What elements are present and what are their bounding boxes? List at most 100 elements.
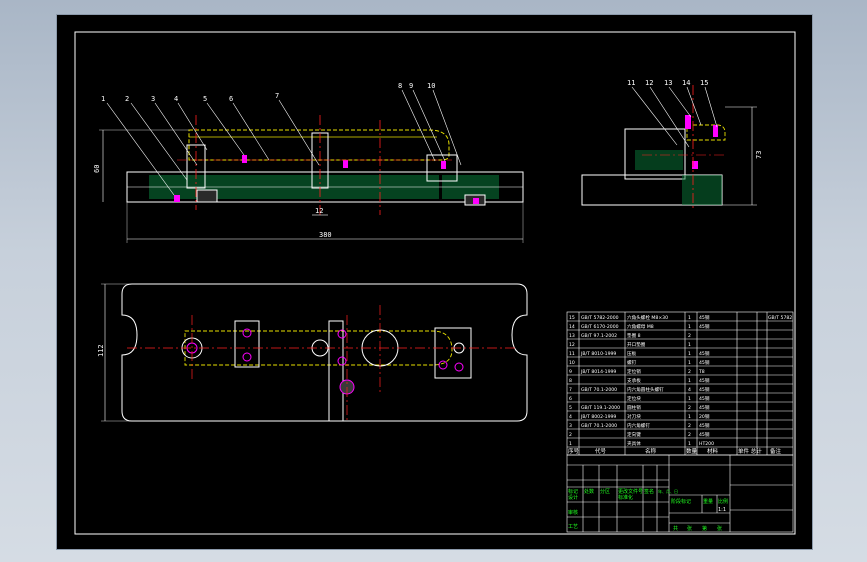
balloon-1: 1: [101, 95, 105, 103]
bom-cell-seq: 12: [569, 342, 575, 348]
dim-side-height: 73: [755, 151, 763, 159]
bom-cell-qty: 2: [688, 432, 691, 438]
bom-cell-name: 六角头螺栓 M8×30: [627, 314, 668, 321]
front-bolt-4: [441, 161, 446, 169]
balloon-14: 14: [682, 79, 690, 87]
bom-cell-name: 垫圈 8: [627, 332, 641, 339]
bom-cell-material: T8: [698, 369, 705, 375]
tb-sheet-no: 第: [702, 525, 707, 532]
bom-cell-name: 定位块: [627, 395, 641, 402]
bom-cell-seq: 13: [569, 333, 575, 339]
bom-cell-seq: 4: [569, 414, 572, 420]
bom-cell-seq: 5: [569, 405, 572, 411]
side-bolt-2: [692, 161, 698, 169]
bom-cell-name: 夹具体: [627, 440, 641, 447]
top-workpiece: [184, 330, 453, 366]
top-view: [101, 283, 528, 422]
bom-cell-seq: 6: [569, 396, 572, 402]
bom-cell-material: 45钢: [699, 350, 710, 357]
bom-cell-seq: 14: [569, 324, 575, 330]
bom-cell-qty: 1: [688, 324, 691, 330]
tb-std: 标准化: [618, 494, 633, 501]
bom-header-code: 代号: [595, 447, 607, 455]
tb-weight: 重量: [703, 498, 713, 505]
front-workpiece: [188, 129, 450, 161]
bom-cell-qty: 1: [688, 351, 691, 357]
bom-cell-material: 45钢: [699, 359, 710, 366]
bom-cell-name: 圆柱销: [627, 404, 641, 411]
bom-cell-qty: 1: [688, 441, 691, 447]
bom-cell-qty: 4: [688, 387, 691, 393]
bom-cell-seq: 9: [569, 369, 572, 375]
tb-row-design: 设计: [568, 494, 578, 501]
bom-cell-material: 45钢: [699, 377, 710, 384]
tb-row-process: 工艺: [568, 524, 578, 530]
side-view: [581, 85, 757, 210]
balloon-15: 15: [700, 79, 708, 87]
bom-header-remark: 备注: [770, 447, 782, 455]
drawing-sheet: 1 2 3 4 5 6 7 8 9 10 60 380 12: [56, 14, 813, 550]
bom-cell-material: 45钢: [699, 422, 710, 429]
front-bolt-1: [174, 195, 180, 202]
bom-cell-material: 45钢: [699, 323, 710, 330]
dim-front-small: 12: [315, 207, 323, 215]
bom-cell-remark: GB/T 5782: [768, 315, 792, 321]
bom-cell-material: 45钢: [699, 386, 710, 393]
bom-header-qty: 数量: [686, 447, 698, 455]
balloon-12: 12: [645, 79, 653, 87]
balloon-2: 2: [125, 95, 129, 103]
tb-scale: 比例: [718, 498, 728, 505]
bom-header-material: 材料: [707, 447, 719, 455]
balloon-10: 10: [427, 82, 435, 90]
title-block: [566, 454, 794, 533]
front-bolt-5: [473, 198, 479, 204]
bom-cell-seq: 8: [569, 378, 572, 384]
bom-cell-qty: 2: [688, 369, 691, 375]
tb-col-doc: 更改文件号: [618, 488, 643, 495]
bom-cell-code: GB/T 70.1-2000: [581, 387, 617, 393]
bom-cell-material: 45钢: [699, 314, 710, 321]
bom-cell-material: 45钢: [699, 404, 710, 411]
balloon-3: 3: [151, 95, 155, 103]
side-bolt-1: [685, 115, 691, 129]
bom-cell-qty: 1: [688, 396, 691, 402]
bom-cell-qty: 1: [688, 360, 691, 366]
top-clamp-bar: [328, 320, 344, 422]
front-bolt-2: [242, 155, 247, 163]
bom-cell-material: 20钢: [699, 413, 710, 420]
bom-cell-material: HT200: [699, 441, 714, 447]
tb-sheet-total-unit: 张: [687, 525, 692, 532]
bom-cell-name: 支承板: [627, 377, 641, 384]
bom-cell-name: 定位销: [627, 368, 641, 375]
bom-cell-seq: 1: [569, 441, 572, 447]
inner-frame: [74, 31, 796, 535]
front-view: [99, 89, 524, 243]
tb-col-count: 处数: [584, 488, 594, 495]
bom-cell-name: 六角螺母 M8: [627, 323, 654, 330]
dim-front-width: 380: [319, 231, 332, 239]
bom-header-seq: 序号: [568, 447, 580, 455]
bom-cell-name: 内六角圆柱头螺钉: [627, 386, 664, 393]
balloon-6: 6: [229, 95, 233, 103]
balloon-9: 9: [409, 82, 413, 90]
bom-cell-material: 45钢: [699, 431, 710, 438]
bom-cell-seq: 15: [569, 315, 575, 321]
bom-cell-code: JB/T 8002-1999: [580, 414, 616, 420]
balloon-7: 7: [275, 92, 279, 100]
bom-cell-name: 对刀块: [627, 413, 641, 420]
bom-cell-qty: 1: [688, 378, 691, 384]
tb-stage: 阶段标记: [671, 498, 691, 505]
balloon-13: 13: [664, 79, 672, 87]
tb-col-sign: 签名: [644, 488, 654, 495]
bom-cell-name: 螺钉: [627, 359, 637, 366]
bom-cell-qty: 2: [688, 405, 691, 411]
bom-cell-name: 定向键: [627, 431, 641, 438]
bom-header-weight: 单件 总计: [738, 447, 762, 455]
bom-cell-code: GB/T 6170-2000: [581, 324, 619, 330]
bom-cell-name: 内六角螺钉: [627, 422, 650, 429]
tb-scale-value: 1:1: [718, 507, 726, 513]
bom-cell-code: GB/T 97.1-2002: [581, 333, 617, 339]
bom-cell-code: GB/T 119.1-2000: [581, 405, 620, 411]
bom-cell-code: GB/T 5782-2000: [581, 315, 619, 321]
